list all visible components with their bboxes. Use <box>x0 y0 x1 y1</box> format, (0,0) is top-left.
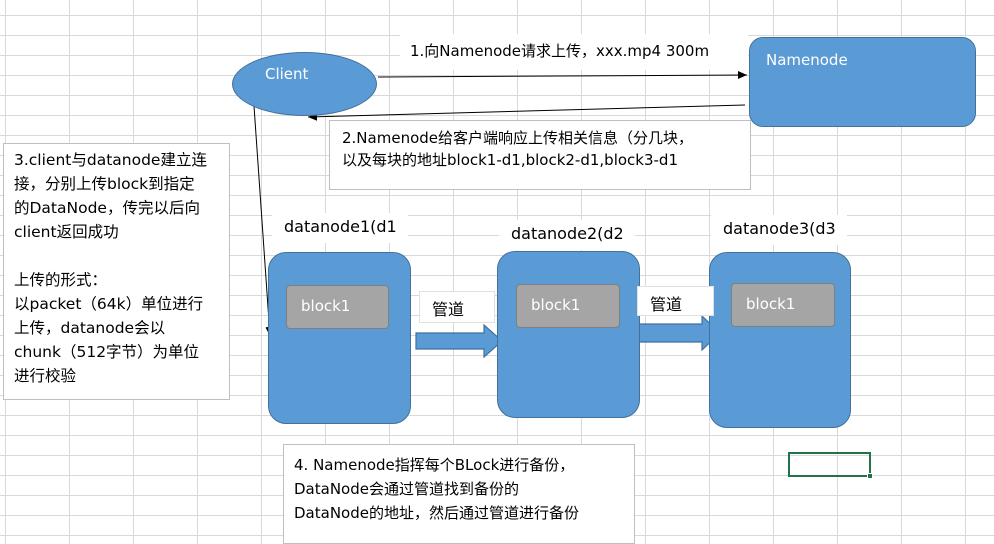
step1-text: 1.向Namenode请求上传，xxx.mp4 300m <box>400 34 748 70</box>
upload-arrow <box>253 105 274 337</box>
datanode2-block: block1 <box>516 284 620 328</box>
datanode1-node: block1 <box>268 252 411 424</box>
pipe-label-2: 管道 <box>637 286 714 316</box>
response-arrow <box>307 104 746 121</box>
pipe-arrow-1 <box>415 323 503 359</box>
fill-handle[interactable] <box>867 473 873 479</box>
selected-cell[interactable] <box>788 452 873 479</box>
datanode2-node: block1 <box>497 251 640 418</box>
datanode3-block: block1 <box>731 283 835 327</box>
pipe-label-1: 管道 <box>419 291 495 323</box>
namenode-node: Namenode <box>749 37 976 127</box>
request-arrow <box>377 71 748 80</box>
step2-text: 2.Namenode给客户端响应上传相关信息（分几块， 以及每块的地址block… <box>329 120 751 190</box>
client-label: Client <box>265 65 309 83</box>
namenode-label: Namenode <box>766 51 848 69</box>
datanode2-label: datanode2(d2 <box>499 220 635 250</box>
datanode3-node: block1 <box>709 252 851 428</box>
step3-text: 3.client与datanode建立连 接，分别上传block到指定 的Dat… <box>3 143 230 400</box>
datanode1-block: block1 <box>286 285 389 329</box>
client-node: Client <box>232 52 377 116</box>
step4-text: 4. Namenode指挥每个BLock进行备份， DataNode会通过管道找… <box>283 444 635 544</box>
pipe-arrow-2 <box>632 314 721 352</box>
datanode3-label: datanode3(d3 <box>711 215 847 245</box>
datanode1-label: datanode1(d1 <box>272 213 408 243</box>
